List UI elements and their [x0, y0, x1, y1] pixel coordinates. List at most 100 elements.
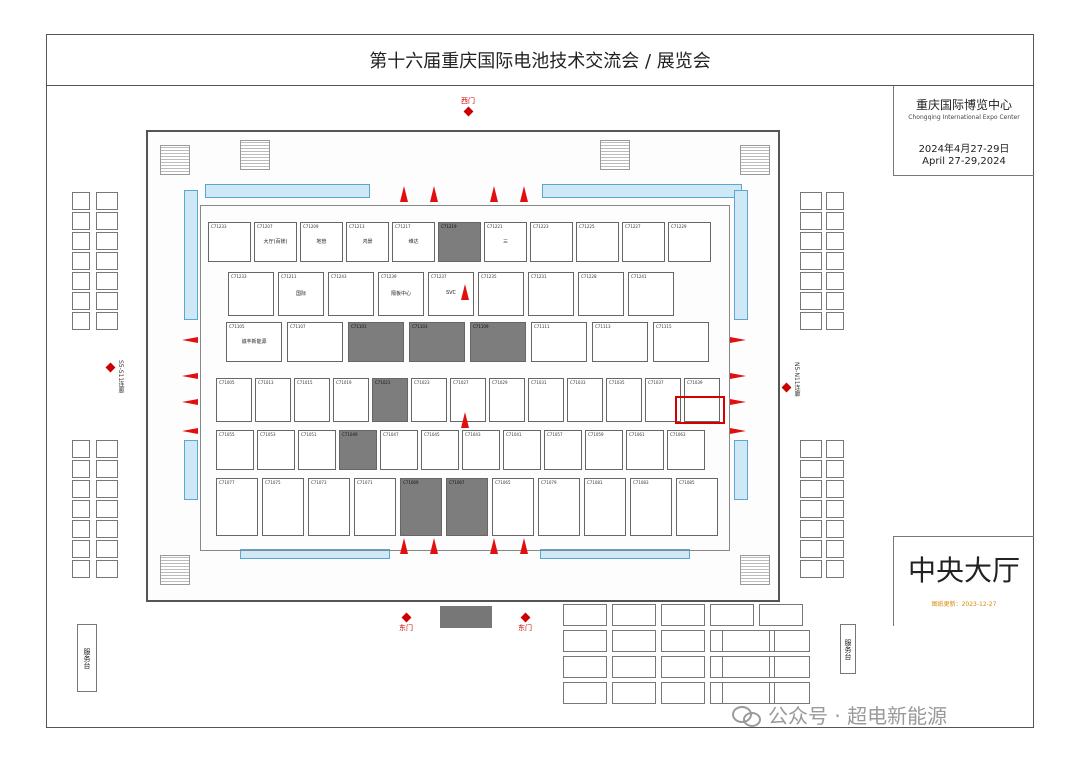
booth[interactable]: C71241 — [628, 272, 674, 316]
outer-booth[interactable] — [826, 460, 844, 478]
booth[interactable]: C71043 — [462, 430, 500, 470]
outer-booth[interactable] — [826, 272, 844, 290]
outer-booth[interactable] — [826, 192, 844, 210]
booth[interactable]: C71081 — [584, 478, 626, 536]
booth[interactable]: C71053 — [257, 430, 295, 470]
outer-booth[interactable] — [774, 682, 810, 704]
booth[interactable]: C71231 — [528, 272, 574, 316]
outer-booth[interactable] — [826, 292, 844, 310]
booth[interactable]: C71041 — [503, 430, 541, 470]
outer-booth[interactable] — [72, 520, 90, 538]
booth[interactable]: C71021 — [372, 378, 408, 422]
outer-booth[interactable] — [612, 630, 656, 652]
outer-booth[interactable] — [96, 292, 118, 310]
outer-booth[interactable] — [722, 656, 770, 678]
booth[interactable]: C71029 — [489, 378, 525, 422]
outer-booth[interactable] — [759, 604, 803, 626]
booth[interactable]: C71067 — [446, 478, 488, 536]
outer-booth[interactable] — [96, 192, 118, 210]
booth[interactable]: C71005 — [216, 378, 252, 422]
booth[interactable]: C71228 — [578, 272, 624, 316]
booth[interactable]: C71033 — [567, 378, 603, 422]
booth[interactable]: C71115 — [653, 322, 709, 362]
booth[interactable]: C71019 — [333, 378, 369, 422]
outer-booth[interactable] — [563, 630, 607, 652]
booth[interactable]: C71061 — [626, 430, 664, 470]
booth[interactable]: C71083 — [630, 478, 672, 536]
outer-booth[interactable] — [612, 656, 656, 678]
outer-booth[interactable] — [800, 480, 822, 498]
outer-booth[interactable] — [800, 292, 822, 310]
outer-booth[interactable] — [710, 604, 754, 626]
booth[interactable]: C71085 — [676, 478, 718, 536]
outer-booth[interactable] — [800, 272, 822, 290]
booth[interactable]: C71227 — [622, 222, 665, 262]
outer-booth[interactable] — [774, 630, 810, 652]
booth[interactable]: C71023 — [411, 378, 447, 422]
outer-booth[interactable] — [96, 440, 118, 458]
outer-booth[interactable] — [722, 682, 770, 704]
outer-booth[interactable] — [96, 500, 118, 518]
outer-booth[interactable] — [800, 252, 822, 270]
booth[interactable]: C71065 — [492, 478, 534, 536]
booth[interactable]: C71235 — [478, 272, 524, 316]
booth[interactable]: C71219 — [438, 222, 481, 262]
outer-booth[interactable] — [563, 604, 607, 626]
booth[interactable]: C71045 — [421, 430, 459, 470]
outer-booth[interactable] — [612, 604, 656, 626]
booth[interactable]: C71113 — [592, 322, 648, 362]
outer-booth[interactable] — [800, 232, 822, 250]
outer-booth[interactable] — [96, 312, 118, 330]
booth[interactable]: C71039 — [684, 378, 720, 422]
booth[interactable]: C71243 — [328, 272, 374, 316]
booth[interactable]: C71059 — [585, 430, 623, 470]
outer-booth[interactable] — [563, 682, 607, 704]
booth[interactable]: C71035 — [606, 378, 642, 422]
outer-booth[interactable] — [72, 500, 90, 518]
outer-booth[interactable] — [72, 540, 90, 558]
outer-booth[interactable] — [612, 682, 656, 704]
outer-booth[interactable] — [800, 192, 822, 210]
booth[interactable]: C71229 — [668, 222, 711, 262]
booth[interactable]: C71075 — [262, 478, 304, 536]
highlighted-booth[interactable] — [675, 396, 725, 424]
outer-booth[interactable] — [96, 272, 118, 290]
outer-booth[interactable] — [826, 252, 844, 270]
booth[interactable]: C71111 — [531, 322, 587, 362]
outer-booth[interactable] — [774, 656, 810, 678]
booth[interactable]: C71051 — [298, 430, 336, 470]
outer-booth[interactable] — [722, 630, 770, 652]
outer-booth[interactable] — [826, 520, 844, 538]
outer-booth[interactable] — [800, 312, 822, 330]
outer-booth[interactable] — [826, 312, 844, 330]
outer-booth[interactable] — [96, 480, 118, 498]
outer-booth[interactable] — [96, 520, 118, 538]
booth[interactable]: C71071 — [354, 478, 396, 536]
outer-booth[interactable] — [661, 630, 705, 652]
outer-booth[interactable] — [826, 232, 844, 250]
booth[interactable]: C71233 — [228, 272, 274, 316]
booth[interactable]: C71047 — [380, 430, 418, 470]
outer-booth[interactable] — [826, 480, 844, 498]
outer-booth[interactable] — [72, 272, 90, 290]
booth[interactable]: C71031 — [528, 378, 564, 422]
booth[interactable]: C71223 — [530, 222, 573, 262]
booth[interactable]: C71101 — [348, 322, 404, 362]
outer-booth[interactable] — [96, 232, 118, 250]
outer-booth[interactable] — [72, 232, 90, 250]
booth[interactable]: C71225 — [576, 222, 619, 262]
outer-booth[interactable] — [72, 212, 90, 230]
booth[interactable]: C71049 — [339, 430, 377, 470]
outer-booth[interactable] — [72, 252, 90, 270]
outer-booth[interactable] — [72, 292, 90, 310]
booth[interactable]: C71109 — [470, 322, 526, 362]
outer-booth[interactable] — [96, 540, 118, 558]
outer-booth[interactable] — [72, 312, 90, 330]
booth[interactable]: C71069 — [400, 478, 442, 536]
